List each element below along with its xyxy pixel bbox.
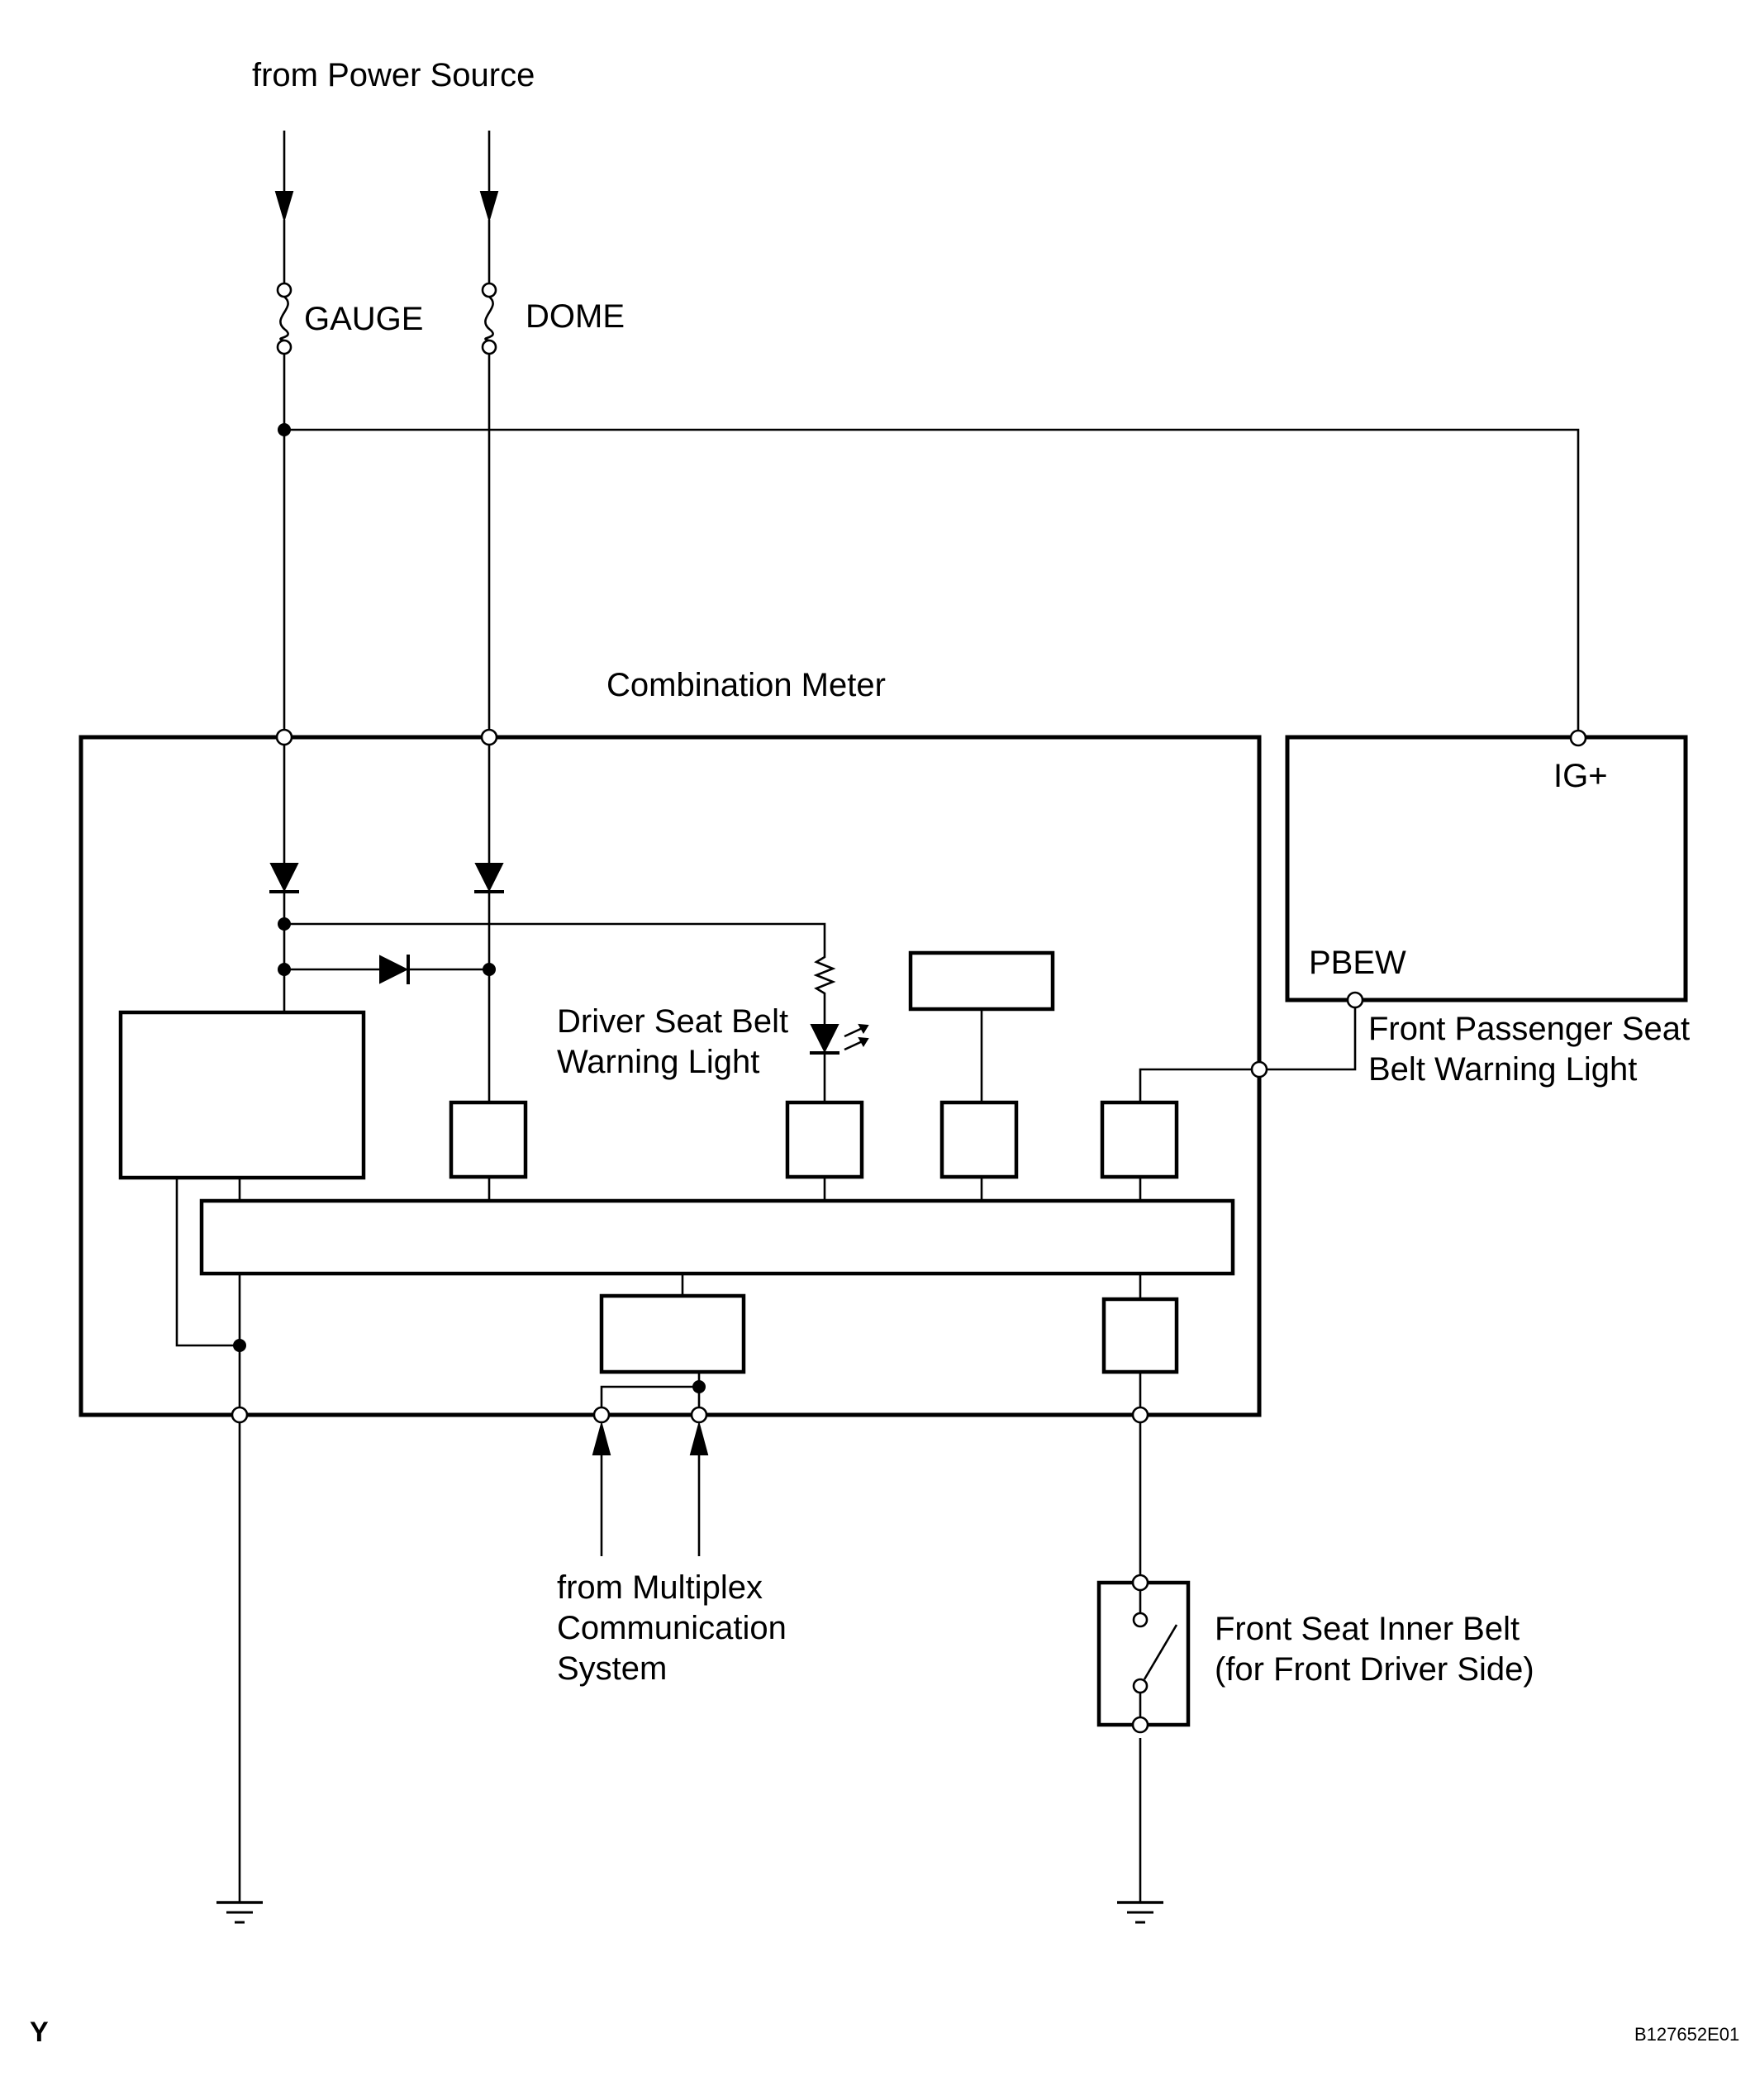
meter-passenger-light-block [1100,1100,1179,1179]
left-ground-symbol [216,1901,263,1924]
cross-diode [278,955,496,984]
dome-fuse-label: DOME [526,298,625,335]
passenger-light-label-line1: Front Passenger Seat [1368,1011,1690,1047]
passenger-light-label-line2: Belt Warning Light [1368,1051,1637,1088]
multiplex-wires [592,1372,708,1424]
pbew-terminal [1346,991,1364,1009]
ig-plus-terminal [1569,729,1587,747]
meter-display-block [908,950,1055,1012]
dome-fuse [481,220,497,355]
multiplex-label-line3: System [557,1650,667,1687]
meter-power-block [118,1010,366,1180]
meter-driver-light-block [785,1100,864,1179]
right-ground-symbol [1117,1901,1163,1924]
meter-dome-terminal [480,728,498,746]
ig-branch-wire [278,423,1580,738]
multiplex-label-line2: Communication [557,1610,787,1646]
power-source-label: from Power Source [252,57,535,93]
dome-diode [474,745,504,1102]
meter-ground-wire [175,1178,249,1902]
meter-inner-belt-block [1101,1297,1179,1374]
meter-multiplex-block [599,1293,746,1374]
gauge-power-arrow [274,131,294,223]
driver-light-label-line2: Warning Light [557,1044,759,1080]
driver-light-label-line1: Driver Seat Belt [557,1003,788,1040]
multiplex-arrow-1 [592,1421,611,1556]
meter-dome-block [449,1100,528,1179]
driver-light-feed-wire [278,917,826,950]
corner-mark: Y [30,2017,49,2048]
meter-gauge-terminal [275,728,293,746]
combination-meter-label: Combination Meter [606,667,886,703]
gauge-diode [269,745,299,1012]
inner-belt-wire [1131,1372,1149,1902]
pbew-label: PBEW [1309,945,1406,981]
ig-plus-label: IG+ [1553,758,1608,794]
inner-belt-switch [1096,1574,1191,1734]
dome-power-arrow [479,131,499,223]
meter-cpu-block [199,1198,1235,1276]
figure-code: B127652E01 [1634,2024,1739,2045]
meter-display-driver-block [939,1100,1019,1179]
inner-belt-label-line1: Front Seat Inner Belt [1215,1611,1520,1647]
gauge-fuse [276,220,292,355]
gauge-fuse-label: GAUGE [304,301,423,337]
multiplex-arrow-2 [689,1421,709,1556]
passenger-light-wire [1139,1007,1357,1102]
driver-warning-led [810,1023,869,1102]
resistor [813,950,836,1025]
passenger-warning-light-box [1285,735,1688,1002]
inner-belt-label-line2: (for Front Driver Side) [1215,1651,1534,1688]
multiplex-label-line1: from Multiplex [557,1569,763,1606]
